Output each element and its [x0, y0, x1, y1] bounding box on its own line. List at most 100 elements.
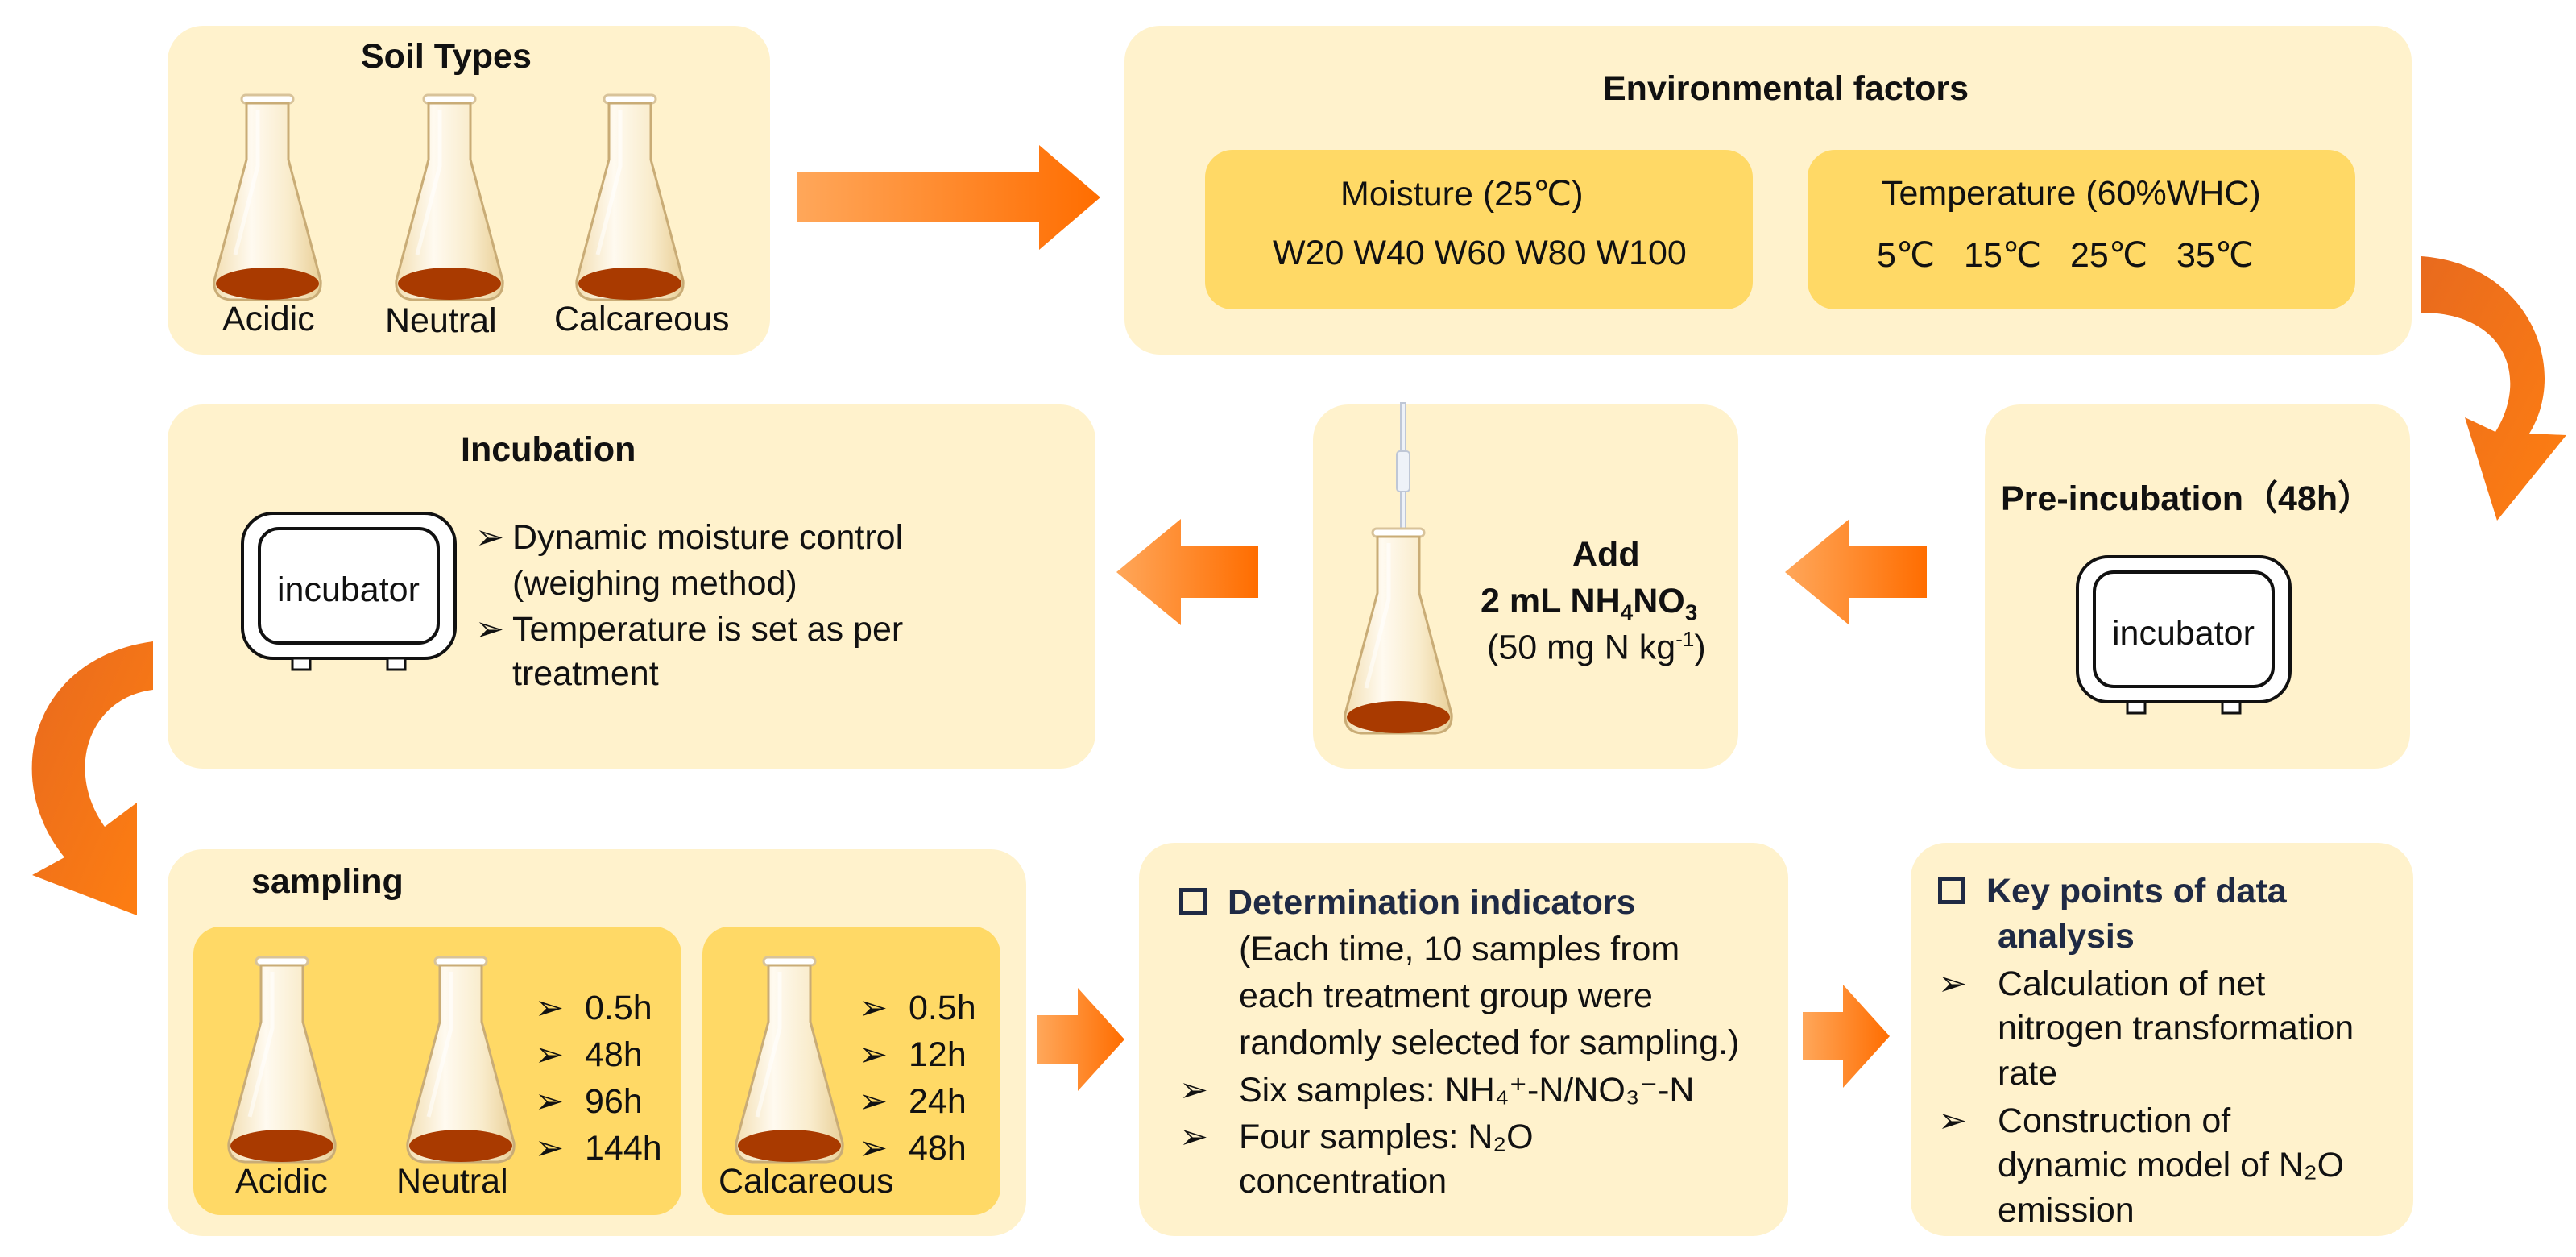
flask-calcareous-icon: [574, 93, 686, 303]
determination-title: Determination indicators: [1179, 883, 1636, 923]
key-point-text: Calculation of net: [1998, 965, 2266, 1003]
time-item: ➢ 0.5h: [859, 988, 976, 1028]
bullet-text: Temperature is set as per: [512, 610, 904, 649]
time-item: ➢ 48h: [535, 1035, 643, 1075]
key-points-title-text: Key points of data: [1986, 872, 2287, 911]
incubation-bullet-cont: (weighing method): [512, 564, 797, 603]
bullet-arrow-icon: ➢: [1179, 1118, 1209, 1156]
bullet-arrow-icon: ➢: [1938, 965, 1968, 1003]
flask-acidic-icon: [211, 93, 324, 303]
incubation-title: Incubation: [461, 430, 636, 469]
four-samples-label: Four samples: N₂O: [1239, 1118, 1534, 1156]
curved-arrow-down-icon: [31, 641, 154, 915]
key-points-title-cont: analysis: [1998, 917, 2135, 956]
key-points-title: Key points of data: [1938, 872, 2287, 911]
flask-neutral-icon: [393, 93, 506, 303]
determination-note: each treatment group were: [1239, 977, 1653, 1015]
time-label: 0.5h: [585, 989, 652, 1027]
soil-label-neutral: Neutral: [385, 301, 497, 340]
determination-title-text: Determination indicators: [1228, 883, 1636, 922]
sampling-label-acidic: Acidic: [235, 1162, 328, 1201]
temperature-box: [1808, 150, 2355, 309]
checkbox-square-icon: [1179, 887, 1207, 915]
pre-incubation-title: Pre-incubation（48h）: [2001, 479, 2373, 518]
checkbox-square-icon: [1938, 876, 1965, 904]
key-point-item: ➢ Calculation of net: [1938, 964, 2265, 1004]
six-samples-chem: NH₄⁺-N/NO₃⁻-N: [1444, 1071, 1695, 1110]
time-item: ➢ 48h: [859, 1128, 967, 1168]
add-flask-icon: [1342, 527, 1455, 736]
bullet-arrow-icon: ➢: [859, 1082, 888, 1121]
soil-label-calcareous: Calcareous: [554, 300, 730, 338]
bullet-arrow-icon: ➢: [535, 1129, 565, 1168]
moisture-box: [1205, 150, 1753, 309]
bullet-arrow-icon: ➢: [859, 1035, 888, 1074]
bullet-arrow-icon: ➢: [535, 1082, 565, 1121]
bullet-arrow-icon: ➢: [475, 610, 505, 649]
bullet-arrow-icon: ➢: [535, 989, 565, 1027]
arrow-left-icon: [1785, 519, 1927, 625]
pre-incubator-label: incubator: [2112, 614, 2255, 653]
sampling-group2-box: [702, 927, 1000, 1215]
add-chem-no: NO: [1633, 582, 1685, 620]
key-point-cont: emission: [1998, 1191, 2135, 1230]
moisture-levels: W20 W40 W60 W80 W100: [1273, 234, 1687, 272]
time-item: ➢ 24h: [859, 1081, 967, 1122]
add-title: Add: [1572, 535, 1640, 574]
bullet-arrow-icon: ➢: [535, 1035, 565, 1074]
bullet-arrow-icon: ➢: [859, 989, 888, 1027]
time-label: 24h: [909, 1082, 967, 1121]
sampling-flask-neutral-icon: [404, 956, 517, 1165]
sampling-label-calcareous: Calcareous: [719, 1162, 894, 1201]
incubation-bullet: ➢Dynamic moisture control: [475, 517, 903, 558]
key-points-panel: [1911, 843, 2413, 1236]
time-label: 48h: [585, 1035, 643, 1074]
key-point-cont: dynamic model of N₂O: [1998, 1146, 2345, 1184]
temperature-heading: Temperature (60%WHC): [1882, 174, 2261, 213]
time-label: 12h: [909, 1035, 967, 1074]
add-rate-prefix: (50 mg N kg: [1487, 628, 1676, 667]
soil-label-acidic: Acidic: [222, 300, 315, 338]
time-item: ➢ 12h: [859, 1035, 967, 1075]
determination-item-cont: concentration: [1239, 1162, 1447, 1201]
determination-note: (Each time, 10 samples from: [1239, 930, 1680, 969]
soil-types-title: Soil Types: [361, 37, 532, 76]
arrow-left-icon: [1116, 519, 1258, 625]
moisture-heading: Moisture (25℃): [1340, 175, 1584, 214]
add-chem-sub3: 3: [1684, 599, 1698, 625]
time-label: 48h: [909, 1129, 967, 1168]
key-point-item: ➢ Construction of: [1938, 1101, 2230, 1141]
time-label: 0.5h: [909, 989, 976, 1027]
add-reagent: 2 mL NH4NO3: [1481, 582, 1697, 626]
temperature-levels: 5℃ 15℃ 25℃ 35℃: [1877, 236, 2255, 275]
bullet-arrow-icon: ➢: [859, 1129, 888, 1168]
determination-note: randomly selected for sampling.): [1239, 1023, 1740, 1062]
key-point-cont: nitrogen transformation: [1998, 1009, 2354, 1048]
add-rate-sup: -1: [1675, 627, 1695, 651]
determination-item: ➢ Four samples: N₂O: [1179, 1117, 1534, 1157]
arrow-right-icon: [1803, 985, 1890, 1088]
sampling-label-neutral: Neutral: [396, 1162, 508, 1201]
time-item: ➢ 0.5h: [535, 988, 652, 1028]
determination-item: ➢Six samples: NH₄⁺-N/NO₃⁻-N: [1179, 1070, 1694, 1110]
sampling-flask-calcareous-icon: [733, 956, 846, 1165]
bullet-text: Dynamic moisture control: [512, 518, 904, 557]
add-chem-sub4: 4: [1620, 599, 1634, 625]
time-item: ➢ 96h: [535, 1081, 643, 1122]
bullet-arrow-icon: ➢: [475, 518, 505, 557]
key-point-cont: rate: [1998, 1054, 2058, 1093]
arrow-right-icon: [797, 145, 1100, 250]
curved-arrow-down-icon: [2421, 256, 2566, 521]
sampling-flask-acidic-icon: [226, 956, 338, 1165]
time-label: 96h: [585, 1082, 643, 1121]
time-label: 144h: [585, 1129, 662, 1168]
environmental-factors-title: Environmental factors: [1603, 69, 1969, 108]
incubation-bullet-cont: treatment: [512, 654, 659, 693]
add-chem-n: NH: [1570, 582, 1621, 620]
time-item: ➢ 144h: [535, 1128, 662, 1168]
bullet-arrow-icon: ➢: [1938, 1101, 1968, 1140]
key-point-text: Construction of: [1998, 1101, 2231, 1140]
determination-panel: [1139, 843, 1788, 1236]
incubation-bullet: ➢Temperature is set as per: [475, 609, 903, 649]
add-rate-suffix: ): [1694, 628, 1706, 667]
